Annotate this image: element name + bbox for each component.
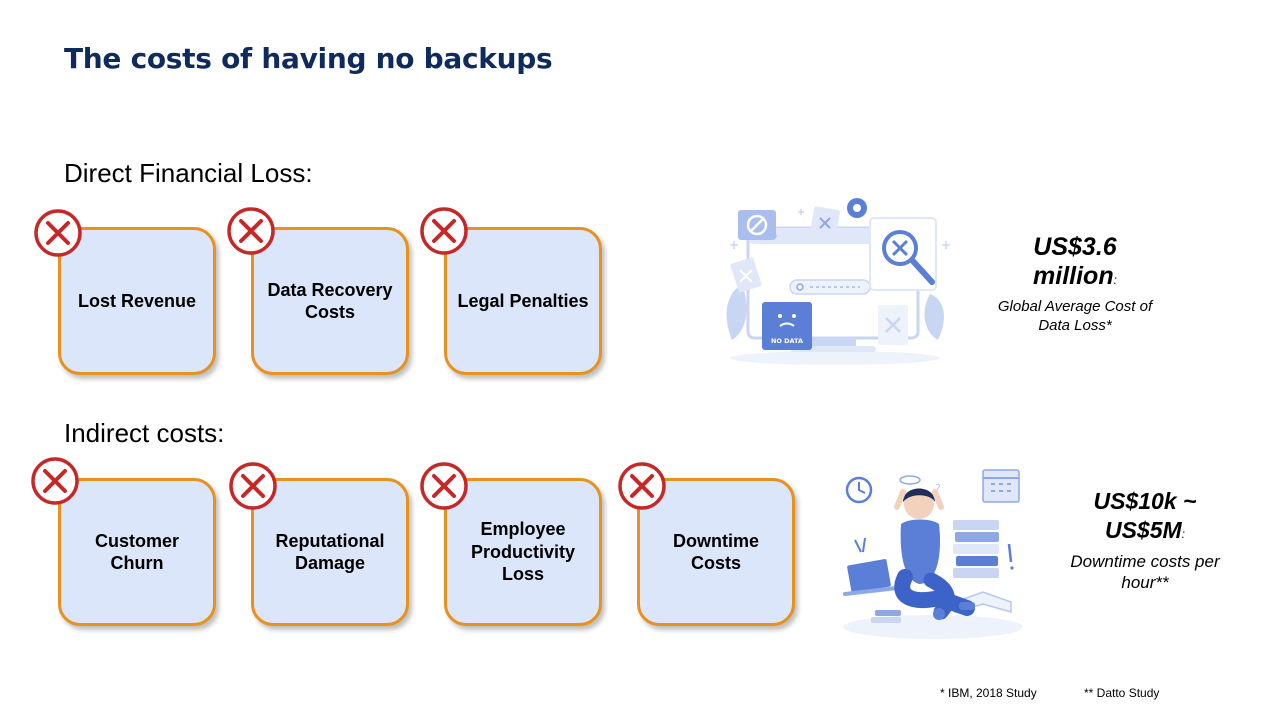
no-data-label: NO DATA [771, 337, 803, 345]
data-loss-stat: US$3.6 million: Global Average Cost of D… [985, 233, 1165, 335]
x-circle-icon [34, 209, 82, 257]
x-circle-icon [229, 462, 277, 510]
svg-text:?: ? [935, 482, 941, 495]
card-employee-productivity-loss: Employee Productivity Loss [444, 478, 602, 626]
downtime-stat: US$10k ~ US$5M: Downtime costs per hour*… [1055, 487, 1235, 593]
x-circle-icon [420, 462, 468, 510]
x-circle-icon [227, 207, 275, 255]
stressed-person-illustration: ? [843, 469, 1023, 639]
x-circle-icon [31, 457, 79, 505]
card-customer-churn: Customer Churn [58, 478, 216, 626]
data-loss-description: Global Average Cost of Data Loss* [997, 298, 1153, 334]
card-downtime-costs: Downtime Costs [637, 478, 795, 626]
page-title: The costs of having no backups [64, 42, 553, 75]
footnote-datto: ** Datto Study [1084, 686, 1160, 700]
direct-loss-heading: Direct Financial Loss: [64, 158, 313, 188]
x-circle-icon [420, 207, 468, 255]
downtime-colon: : [1181, 527, 1186, 541]
downtime-value-line2: US$5M [1104, 517, 1182, 543]
card-lost-revenue: Lost Revenue [58, 227, 216, 375]
indirect-costs-heading: Indirect costs: [64, 418, 225, 448]
no-data-computer-illustration: NO DATA [726, 198, 950, 365]
card-legal-penalties: Legal Penalties [444, 227, 602, 375]
data-loss-value-line1: US$3.6 [1033, 233, 1117, 261]
data-loss-colon: : [1113, 273, 1117, 287]
data-loss-value-line2: million [1033, 262, 1114, 290]
card-data-recovery-costs: Data Recovery Costs [251, 227, 409, 375]
footnote-ibm: * IBM, 2018 Study [940, 686, 1037, 700]
x-circle-icon [618, 462, 666, 510]
downtime-value-line1: US$10k ~ [1093, 488, 1197, 514]
card-reputational-damage: Reputational Damage [251, 478, 409, 626]
downtime-description: Downtime costs per hour** [1070, 552, 1220, 592]
